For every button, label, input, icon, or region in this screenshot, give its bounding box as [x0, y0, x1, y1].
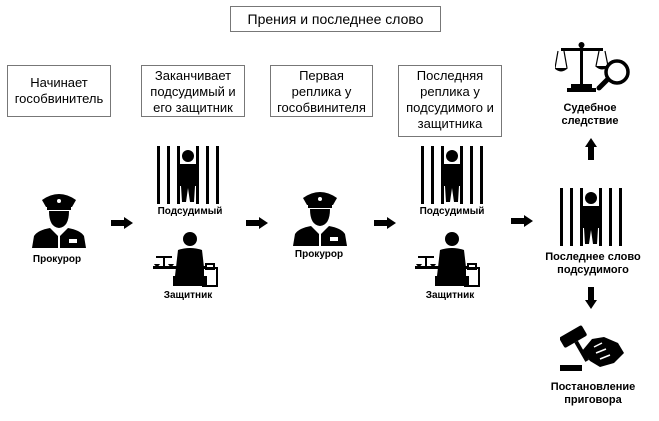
- arrow-right-icon: [246, 217, 268, 229]
- gavel-handshake-icon: [560, 323, 626, 373]
- step-4-line-4: защитника: [417, 116, 483, 131]
- verdict-label: Постановление приговора: [543, 381, 643, 407]
- prisoner-behind-bars-icon: [419, 146, 485, 204]
- step-2-line-3: его защитник: [153, 100, 233, 115]
- step-box-2: Заканчивает подсудимый и его защитник: [141, 65, 245, 117]
- step-3-line-3: гособвинителя: [277, 100, 366, 115]
- step-3-line-1: Первая: [299, 68, 344, 83]
- last-word-line-2: подсудимого: [557, 264, 629, 276]
- arrow-up-icon: [585, 138, 597, 160]
- diagram-title-text: Прения и последнее слово: [247, 11, 424, 27]
- arrow-down-icon: [585, 287, 597, 309]
- step-3-line-2: реплика у: [291, 84, 352, 99]
- arrow-right-icon: [511, 215, 533, 227]
- step-box-3: Первая реплика у гособвинителя: [270, 65, 373, 117]
- investigation-line-1: Судебное: [563, 102, 617, 114]
- defendant-1-label: Подсудимый: [157, 206, 223, 217]
- step-2-line-1: Заканчивает: [154, 68, 232, 83]
- verdict-line-1: Постановление: [550, 381, 636, 393]
- last-word-line-1: Последнее слово: [545, 251, 641, 263]
- diagram-title: Прения и последнее слово: [230, 6, 441, 32]
- defender-with-scales-icon: [153, 230, 219, 288]
- step-4-line-3: подсудимого и: [406, 100, 494, 115]
- step-1-line-1: Начинает: [30, 75, 88, 90]
- defendant-2-label: Подсудимый: [419, 206, 485, 217]
- arrow-right-icon: [374, 217, 396, 229]
- step-4-line-2: реплика у: [420, 84, 480, 99]
- investigation-label: Судебное следствие: [545, 102, 635, 128]
- step-4-line-1: Последняя: [416, 68, 484, 83]
- prosecutor-icon: [30, 190, 88, 248]
- defender-1-label: Защитник: [163, 290, 213, 301]
- step-box-1: Начинает гособвинитель: [7, 65, 111, 117]
- scales-magnifier-icon: [555, 42, 631, 92]
- defender-2-label: Защитник: [425, 290, 475, 301]
- prosecutor-icon: [291, 188, 349, 246]
- step-2-line-2: подсудимый и: [150, 84, 236, 99]
- arrow-right-icon: [111, 217, 133, 229]
- verdict-line-2: приговора: [564, 394, 622, 406]
- step-box-4: Последняя реплика у подсудимого и защитн…: [398, 65, 502, 137]
- prisoner-behind-bars-icon: [155, 146, 221, 204]
- prosecutor-1-label: Прокурор: [32, 254, 82, 265]
- defender-with-scales-icon: [415, 230, 481, 288]
- last-word-label: Последнее слово подсудимого: [538, 251, 648, 277]
- prisoner-behind-bars-icon: [558, 188, 624, 246]
- step-1-line-2: гособвинитель: [14, 91, 104, 106]
- prosecutor-2-label: Прокурор: [294, 249, 344, 260]
- investigation-line-2: следствие: [561, 115, 619, 127]
